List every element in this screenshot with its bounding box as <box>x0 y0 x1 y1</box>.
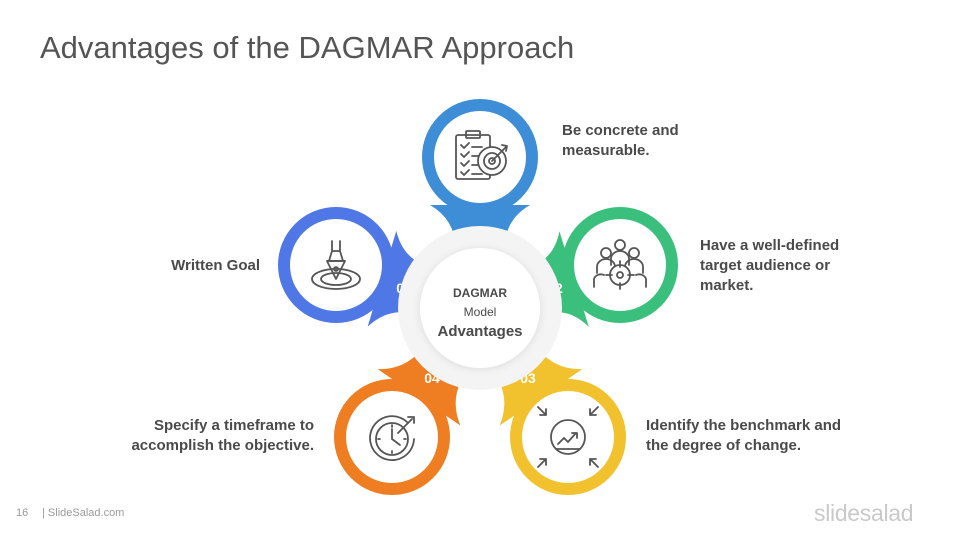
advantage-text-04: Specify a timeframe to accomplish the obj… <box>114 416 314 456</box>
advantage-text-line: the degree of change. <box>646 437 802 454</box>
petal-03-disc <box>522 391 614 483</box>
advantage-text-line: Written Goal <box>171 257 260 274</box>
advantage-text-line: accomplish the objective. <box>131 437 314 454</box>
advantage-text-line: Specify a timeframe to <box>153 417 314 434</box>
center-hub: DAGMAR Model Advantages <box>398 226 562 390</box>
checklist-target-icon <box>455 130 508 180</box>
audience-target-icon <box>593 239 647 290</box>
advantage-text-line: Have a well-defined <box>700 237 840 254</box>
advantage-text-line: Be concrete and <box>562 122 679 139</box>
petal-05-disc <box>290 219 382 311</box>
clock-arrow-icon <box>369 415 415 461</box>
advantage-text-05: Written Goal <box>60 256 260 276</box>
slide-title: Advantages of the DAGMAR Approach <box>40 30 575 65</box>
advantage-text-line: target audience or <box>700 257 831 274</box>
petal-04: 04 <box>334 325 481 495</box>
center-hub-disc <box>420 248 540 368</box>
footer-source: | SlideSalad.com <box>42 507 125 519</box>
center-line-2: Model <box>464 305 497 319</box>
benchmark-chart-icon <box>537 406 599 468</box>
center-line-1: DAGMAR <box>453 286 507 300</box>
brand-logo: slidesalad <box>814 500 914 526</box>
page-number: 16 <box>16 507 29 519</box>
advantage-text-01: Be concrete and measurable. <box>562 121 762 161</box>
pen-nib-target-icon <box>311 240 361 290</box>
center-line-3: Advantages <box>437 323 522 340</box>
advantage-text-line: Identify the benchmark and <box>646 417 842 434</box>
advantage-text-line: measurable. <box>562 142 650 159</box>
advantage-text-03: Identify the benchmark and the degree of … <box>646 416 866 456</box>
advantage-text-line: market. <box>700 277 754 294</box>
advantage-text-02: Have a well-defined target audience or mar… <box>700 236 900 296</box>
